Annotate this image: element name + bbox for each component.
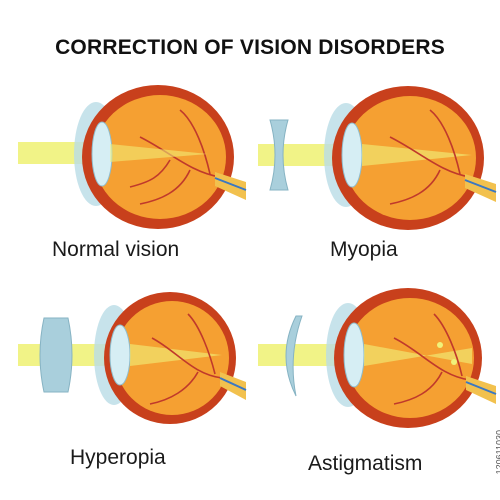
crystalline-lens: [109, 324, 131, 386]
eye-myopia: [258, 86, 497, 230]
stock-id: 120611030: [494, 430, 500, 475]
label-normal-vision: Normal vision: [52, 238, 180, 261]
crystalline-lens: [91, 121, 113, 187]
eye-astigmatism: [258, 288, 497, 428]
eye-hyperopia: [18, 292, 247, 424]
crystalline-lens: [341, 122, 363, 188]
optic-nerve: [220, 372, 246, 400]
optic-nerve: [465, 174, 496, 202]
label-myopia: Myopia: [330, 238, 398, 261]
page-title: CORRECTION OF VISION DISORDERS: [55, 36, 445, 59]
optic-nerve-vessel: [219, 377, 247, 391]
blood-vessels: [393, 313, 471, 405]
focused-beam-front: [110, 144, 208, 162]
focal-point-upper: [437, 342, 443, 348]
optic-nerve: [466, 376, 496, 404]
focused-beam: [362, 144, 472, 166]
label-astigmatism: Astigmatism: [308, 452, 423, 475]
focused-beam: [364, 344, 472, 366]
crystalline-lens: [343, 322, 365, 388]
optic-nerve-vessel: [214, 177, 247, 191]
blood-vessels: [129, 109, 221, 205]
label-hyperopia: Hyperopia: [70, 446, 166, 469]
blood-vessels: [389, 109, 471, 205]
blood-vessels: [149, 313, 223, 405]
focal-point-lower: [451, 359, 457, 365]
optic-nerve: [215, 172, 246, 200]
concave-lens: [269, 119, 289, 191]
optic-nerve-vessel: [464, 179, 497, 193]
optic-nerve-vessel: [465, 381, 497, 395]
eye-normal-vision: [18, 85, 247, 229]
convex-lens: [39, 317, 73, 393]
cylindrical-lens: [285, 315, 303, 397]
